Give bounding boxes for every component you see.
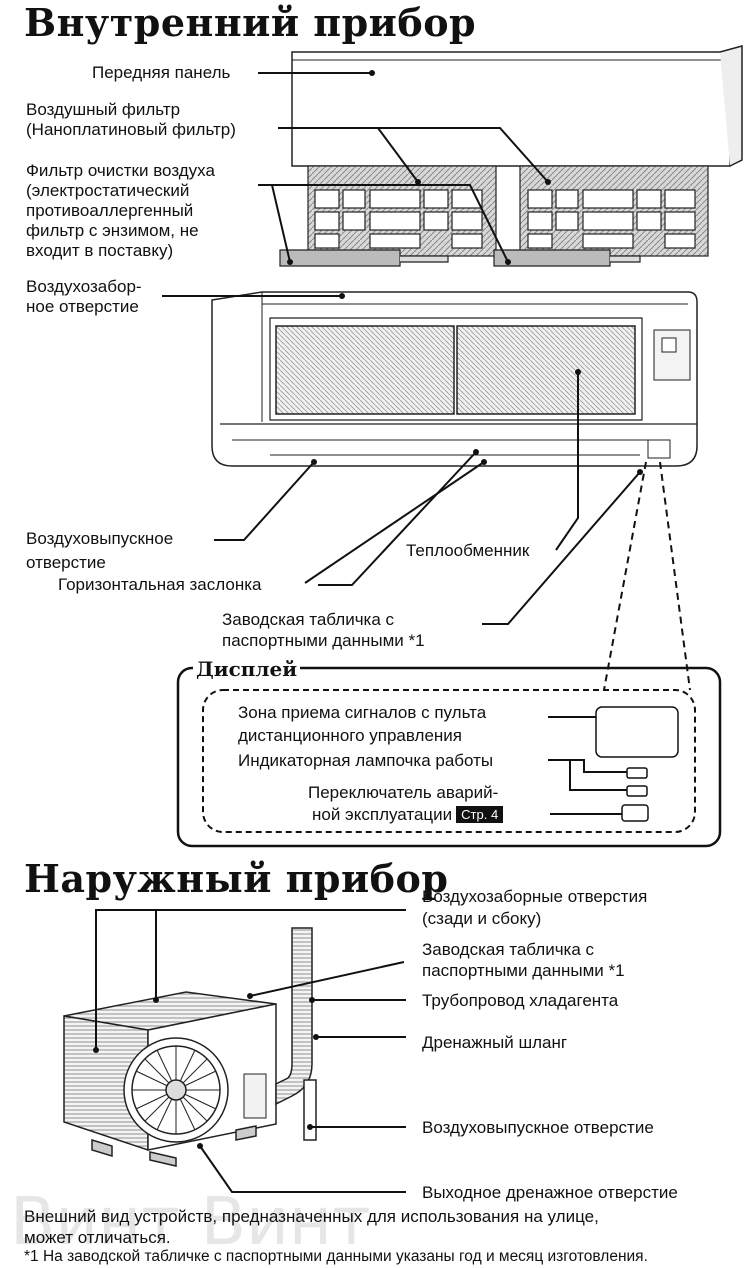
refrigerant-pipe-drawing [275, 927, 317, 1141]
label-outdoor-outlet: Воздуховыпускное отверстие [422, 1118, 654, 1137]
label-outdoor-drain-hose: Дренажный шланг [422, 1033, 568, 1052]
page-ref-badge: Стр. 4 [456, 806, 504, 823]
label-clean-filter-4: фильтр с энзимом, не [26, 221, 199, 240]
label-clean-filter-1: Фильтр очистки воздуха [26, 161, 215, 180]
outdoor-leader-lines [95, 909, 406, 1193]
label-intake-2: ное отверстие [26, 297, 139, 316]
label-outdoor-intakes-1: Воздухозаборные отверстия [422, 887, 648, 906]
label-switch-2-text: ной эксплуатации [312, 805, 453, 824]
indoor-title: Внутренний прибор [24, 0, 477, 45]
watermark: Винт Винт [10, 1183, 371, 1260]
label-outdoor-drain-outlet: Выходное дренажное отверстие [422, 1183, 678, 1202]
display-frame [176, 666, 722, 848]
outdoor-unit-drawing [63, 991, 277, 1167]
air-filter-left [279, 165, 497, 267]
label-air-filter-1: Воздушный фильтр [26, 100, 181, 119]
label-heat-exchanger: Теплообменник [406, 541, 530, 560]
label-outdoor-intakes-2: (сзади и сбоку) [422, 909, 542, 928]
label-clean-filter-3: противоаллергенный [26, 201, 194, 220]
footer-note-2: может отличаться. [24, 1228, 171, 1247]
footer-note-3: *1 На заводской табличке с паспортными д… [24, 1248, 648, 1265]
label-clean-filter-2: (электростатический [26, 181, 190, 200]
label-louver: Горизонтальная заслонка [58, 575, 262, 594]
label-outdoor-nameplate-2: паспортными данными *1 [422, 961, 625, 980]
indoor-unit-drawing [211, 291, 698, 467]
label-outdoor-pipe: Трубопровод хладагента [422, 991, 619, 1010]
label-remote-zone-2: дистанционного управления [238, 726, 462, 745]
air-filter-right [493, 165, 709, 267]
front-panel-drawing [291, 45, 743, 167]
label-outdoor-nameplate-1: Заводская табличка с [422, 940, 595, 959]
label-outlet-1: Воздуховыпускное [26, 529, 174, 548]
label-nameplate-2: паспортными данными *1 [222, 631, 425, 650]
footer-note-1: Внешний вид устройств, предназначенных д… [24, 1207, 599, 1226]
label-nameplate-1: Заводская табличка с [222, 610, 395, 629]
label-outlet-2: отверстие [26, 553, 106, 572]
display-title: Дисплей [193, 657, 301, 681]
label-remote-zone-1: Зона приема сигналов с пульта [238, 703, 487, 722]
label-intake-1: Воздухозабор- [26, 277, 142, 296]
label-lamp: Индикаторная лампочка работы [238, 751, 494, 770]
outdoor-title: Наружный прибор [24, 856, 449, 901]
label-air-filter-2: (Наноплатиновый фильтр) [26, 120, 236, 139]
label-switch-1: Переключатель аварий- [308, 783, 499, 802]
label-clean-filter-5: входит в поставку) [26, 241, 174, 260]
indoor-leader-lines [162, 72, 641, 625]
label-front-panel: Передняя панель [92, 63, 231, 82]
display-leader-lines [548, 716, 627, 815]
